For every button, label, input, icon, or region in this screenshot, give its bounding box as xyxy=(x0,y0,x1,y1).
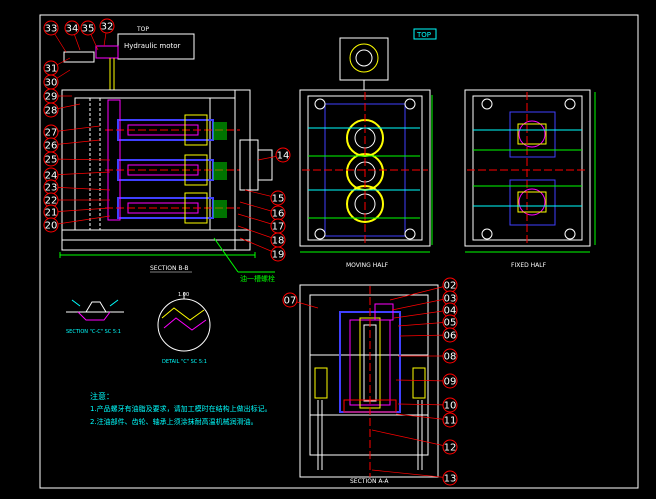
balloon-label: 18 xyxy=(272,236,285,247)
balloon-08: 08 xyxy=(398,348,458,364)
hydraulic-motor-label: Hydraulic motor xyxy=(124,42,181,50)
balloon-13: 13 xyxy=(371,469,458,486)
notes-title: 注意： xyxy=(90,391,114,401)
balloon-29: 29 xyxy=(43,88,72,104)
detail-c-view: 1.00 DETAIL "C" SC 5:1 xyxy=(157,292,211,365)
balloon-label: 04 xyxy=(444,306,457,317)
balloon-11: 11 xyxy=(395,412,458,428)
detail-c-title: DETAIL "C" SC 5:1 xyxy=(162,359,207,365)
section-bb-view: TOP Hydraulic motor xyxy=(59,26,275,283)
balloon-label: 09 xyxy=(444,377,457,388)
balloon-label: 31 xyxy=(45,64,58,75)
moving-half-view: MOVING HALF xyxy=(299,37,433,269)
notes-block: 注意： 1.产品螺牙有油脂及要求，请加工模时在结构上做出标记。 2.注油部件、齿… xyxy=(90,391,272,426)
balloon-label: 02 xyxy=(444,281,457,292)
balloon-label: 28 xyxy=(45,106,58,117)
balloon-label: 11 xyxy=(444,416,457,427)
note-2: 2.注油部件、齿轮、轴承上须涂抹耐高温机械润滑油。 xyxy=(90,417,258,426)
balloon-19: 19 xyxy=(239,237,286,262)
section-cc-title: SECTION "C-C" SC 5:1 xyxy=(66,329,121,335)
balloon-31: 31 xyxy=(43,57,71,76)
balloon-label: 03 xyxy=(444,294,457,305)
balloon-label: 23 xyxy=(45,183,58,194)
balloon-20: 20 xyxy=(43,215,111,233)
balloon-label: 33 xyxy=(45,24,58,35)
balloon-label: 10 xyxy=(444,401,457,412)
balloon-34: 34 xyxy=(64,20,81,51)
balloon-07: 07 xyxy=(282,292,319,309)
balloon-label: 24 xyxy=(45,171,58,182)
balloon-label: 14 xyxy=(277,151,290,162)
balloon-30: 30 xyxy=(43,69,71,90)
balloon-label: 16 xyxy=(272,209,285,220)
balloon-label: 12 xyxy=(444,443,457,454)
balloon-label: 22 xyxy=(45,196,58,207)
balloon-21: 21 xyxy=(43,204,111,220)
balloon-23: 23 xyxy=(43,179,111,195)
balloon-label: 25 xyxy=(45,155,58,166)
balloon-label: 30 xyxy=(45,78,58,89)
balloon-label: 20 xyxy=(45,221,58,232)
note-1: 1.产品螺牙有油脂及要求，请加工模时在结构上做出标记。 xyxy=(90,404,272,413)
balloon-label: 21 xyxy=(45,208,58,219)
balloon-label: 13 xyxy=(444,474,457,485)
balloon-06: 06 xyxy=(399,327,458,343)
balloon-32: 32 xyxy=(99,18,115,47)
balloon-03: 03 xyxy=(391,290,458,311)
balloon-label: 07 xyxy=(284,296,297,307)
moving-half-title: MOVING HALF xyxy=(346,262,389,269)
motor-top-label: TOP xyxy=(136,26,149,33)
fixed-half-title: FIXED HALF xyxy=(511,262,547,269)
balloon-label: 17 xyxy=(272,222,285,233)
balloon-label: 15 xyxy=(272,194,285,205)
balloon-label: 34 xyxy=(66,24,79,35)
fixed-half-view: FIXED HALF xyxy=(464,89,596,269)
section-aa-title: SECTION A-A xyxy=(350,478,389,485)
balloon-09: 09 xyxy=(395,373,458,389)
balloon-10: 10 xyxy=(397,397,458,413)
balloon-label: 27 xyxy=(45,128,58,139)
balloon-25: 25 xyxy=(43,151,111,167)
balloon-12: 12 xyxy=(371,429,458,455)
green-callout: 油一槽螺栓 xyxy=(240,274,275,283)
balloon-35: 35 xyxy=(80,20,99,51)
balloon-label: 32 xyxy=(101,22,114,33)
balloon-label: 05 xyxy=(444,318,457,329)
balloon-label: 19 xyxy=(272,250,285,261)
top-badge xyxy=(413,28,437,40)
balloon-27: 27 xyxy=(43,124,101,140)
balloon-04: 04 xyxy=(393,302,458,319)
top-badge-label: TOP xyxy=(416,31,431,39)
balloons-aa-left: 07 xyxy=(282,292,319,309)
section-bb-title: SECTION B-B xyxy=(150,265,189,272)
balloon-33: 33 xyxy=(43,20,67,53)
detail-c-dim: 1.00 xyxy=(178,292,189,298)
balloon-28: 28 xyxy=(43,102,81,118)
balloon-label: 35 xyxy=(82,24,95,35)
balloons-right: 14 15 16 17 18 19 xyxy=(237,147,291,262)
balloon-label: 29 xyxy=(45,92,58,103)
balloon-15: 15 xyxy=(244,189,286,206)
section-cc-view: SECTION "C-C" SC 5:1 xyxy=(66,299,124,335)
balloon-label: 26 xyxy=(45,141,58,152)
balloon-26: 26 xyxy=(43,137,101,153)
balloon-14: 14 xyxy=(257,147,291,163)
drawing-frame xyxy=(39,14,639,489)
section-bb-body xyxy=(61,89,251,251)
balloon-label: 06 xyxy=(444,331,457,342)
balloon-label: 08 xyxy=(444,352,457,363)
